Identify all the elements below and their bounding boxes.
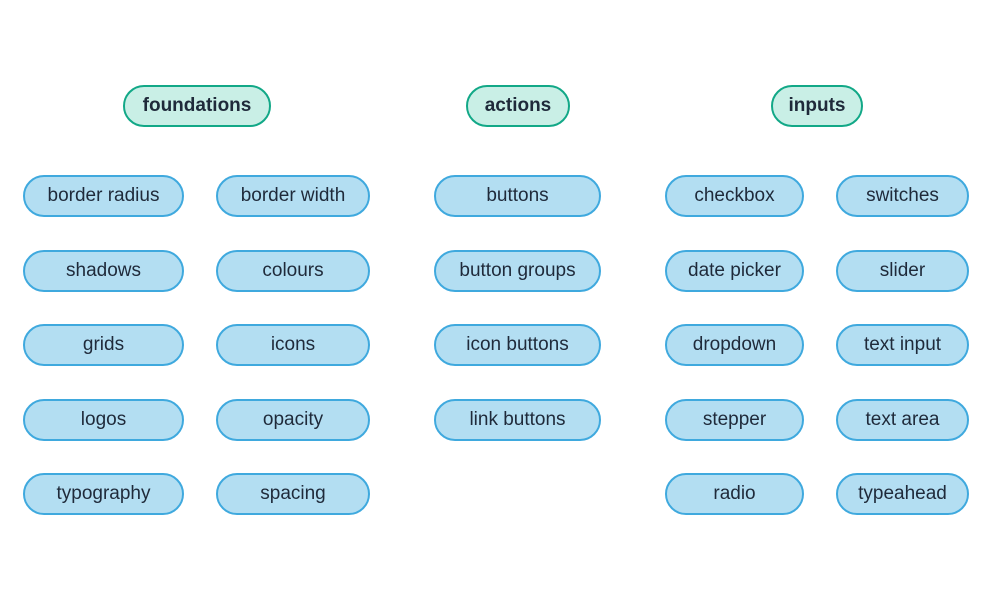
- node-text-input: text input: [836, 324, 969, 366]
- node-date-picker: date picker: [665, 250, 804, 292]
- node-typeahead: typeahead: [836, 473, 969, 515]
- node-icons: icons: [216, 324, 370, 366]
- node-spacing: spacing: [216, 473, 370, 515]
- node-buttons: buttons: [434, 175, 601, 217]
- node-opacity: opacity: [216, 399, 370, 441]
- node-shadows: shadows: [23, 250, 184, 292]
- header-foundations: foundations: [123, 85, 271, 127]
- node-border-radius: border radius: [23, 175, 184, 217]
- node-colours: colours: [216, 250, 370, 292]
- node-dropdown: dropdown: [665, 324, 804, 366]
- node-switches: switches: [836, 175, 969, 217]
- node-stepper: stepper: [665, 399, 804, 441]
- node-typography: typography: [23, 473, 184, 515]
- node-logos: logos: [23, 399, 184, 441]
- node-checkbox: checkbox: [665, 175, 804, 217]
- node-button-groups: button groups: [434, 250, 601, 292]
- node-link-buttons: link buttons: [434, 399, 601, 441]
- header-inputs: inputs: [771, 85, 863, 127]
- header-actions: actions: [466, 85, 570, 127]
- node-text-area: text area: [836, 399, 969, 441]
- node-slider: slider: [836, 250, 969, 292]
- node-radio: radio: [665, 473, 804, 515]
- node-grids: grids: [23, 324, 184, 366]
- node-icon-buttons: icon buttons: [434, 324, 601, 366]
- node-border-width: border width: [216, 175, 370, 217]
